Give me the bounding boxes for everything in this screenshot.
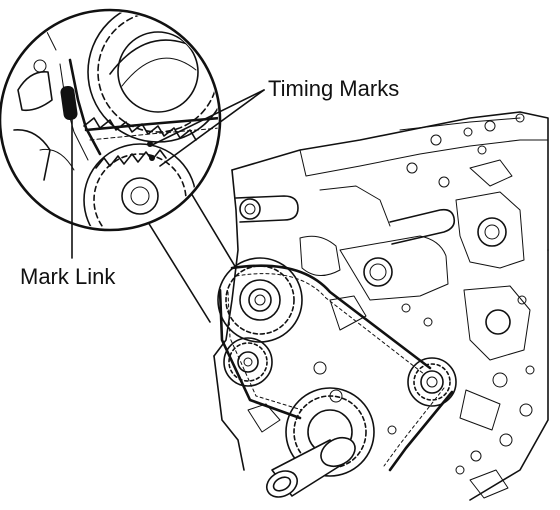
upper-sprocket <box>217 257 303 343</box>
crankshaft-snout <box>265 436 356 498</box>
timing-marks-label: Timing Marks <box>268 76 399 101</box>
idler-sprocket <box>223 337 273 387</box>
right-sprocket <box>407 357 457 407</box>
mark-link-label: Mark Link <box>20 264 116 289</box>
magnified-detail <box>0 8 222 232</box>
timing-marks-leaders <box>149 89 265 167</box>
engine-block <box>213 111 549 501</box>
